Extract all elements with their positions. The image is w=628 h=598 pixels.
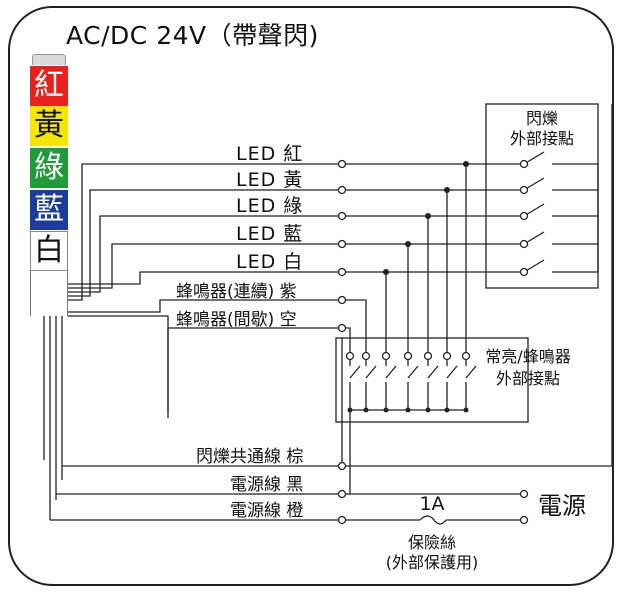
wire-led-white [68,271,342,285]
wire-flash-common [62,104,613,467]
tower-leads [43,316,63,520]
tower-label-white: 白 [34,233,64,268]
flash-switches [523,151,598,273]
steady-contact-label-2: 外部接點 [496,369,560,388]
tower-label-yellow: 黃 [34,108,64,143]
tower-segment-blue: 藍 [30,190,68,230]
fuse-symbol [419,515,447,525]
fuse-label-1: 保險絲 [408,533,456,552]
power-label: 電源 [538,492,586,520]
wire-buzzer-int [68,315,351,412]
wire-led-yellow [68,189,342,297]
wire-led-blue [68,243,342,289]
flash-contact-label-1: 閃爍 [526,109,558,128]
label-buzzer-intermittent: 蜂鳴器(間歇) 空 [176,310,297,330]
diagram-frame [8,6,614,586]
steady-contact-label-1: 常亮/蜂鳴器 [485,347,570,366]
fuse-label-2: (外部保護用) [386,553,479,572]
label-buzzer-continuous: 蜂鳴器(連續) 紫 [176,282,297,302]
tower-segment-white: 白 [30,231,68,271]
wire-buzzer-cont [68,299,367,354]
label-led-green: LED 綠 [236,195,303,217]
diagram-title: AC/DC 24V（帶聲閃) [66,21,319,50]
label-led-blue: LED 藍 [236,223,303,245]
wire-led-green [68,215,342,293]
label-led-white: LED 白 [236,251,303,273]
tower-segment-red: 紅 [30,66,68,106]
fuse-rating: 1A [419,493,444,515]
label-led-red: LED 紅 [236,143,303,165]
label-flash-common: 閃爍共通線 棕 [196,447,303,467]
label-led-yellow: LED 黃 [236,169,303,191]
tower-cap [32,54,66,65]
steady-contact-box [335,337,529,423]
tower-segment-yellow: 黃 [30,106,68,146]
tower-base [30,270,68,316]
label-power-black: 電源線 黑 [230,475,303,495]
tower-segment-green: 綠 [30,148,68,188]
label-power-orange: 電源線 橙 [230,501,303,521]
steady-switches [349,365,477,379]
tower-label-green: 綠 [34,150,64,185]
tower-label-red: 紅 [34,68,64,103]
wire-led-red [68,163,342,301]
flash-contact-label-2: 外部接點 [510,129,574,148]
tower-label-blue: 藍 [34,192,64,227]
